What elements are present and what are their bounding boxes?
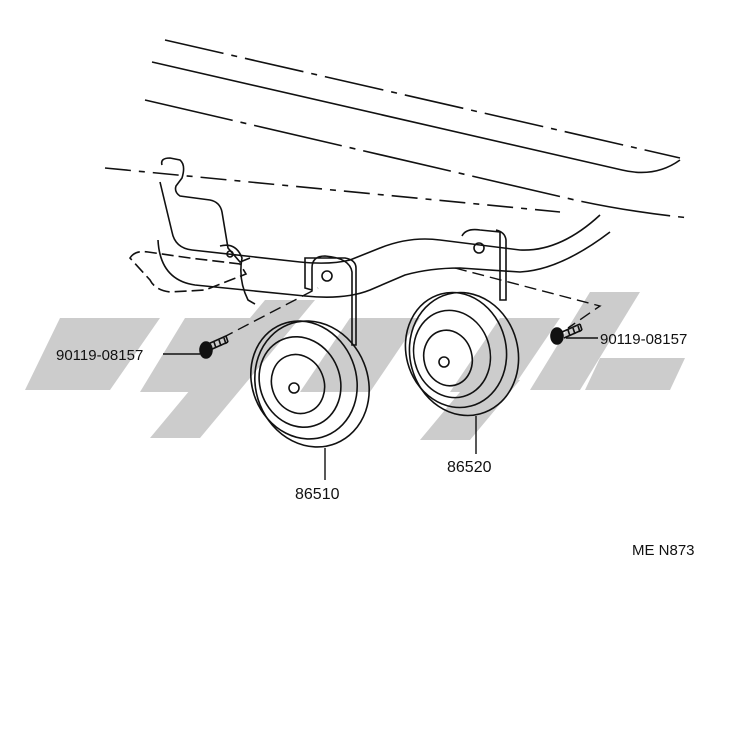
horn-low-rim: [250, 320, 358, 440]
horn-high-inner: [422, 329, 474, 387]
horn-high-rim: [404, 291, 508, 409]
horn-high: [404, 291, 520, 417]
bolt-leader-lines: [221, 267, 602, 339]
label-bolt-left: 90119-08157: [56, 347, 143, 364]
horn-stay-right-outline: [461, 228, 507, 301]
watermark-stroke-7: [530, 292, 640, 390]
left-bracket-plate: [129, 250, 248, 293]
horn-low-back: [254, 320, 370, 448]
horn-stay-left-outline: [304, 255, 357, 346]
watermark-stroke-6: [420, 380, 520, 440]
bolt-right-thread: [567, 325, 581, 337]
watermark-logo: [25, 292, 685, 440]
left-bracket-clip: [219, 244, 256, 305]
horn-stay-right: [461, 228, 507, 301]
bolt-left: [199, 335, 229, 359]
horn-low-ring: [258, 335, 342, 429]
left-bracket-arm: [160, 157, 251, 263]
frame-dashed-line: [104, 167, 561, 213]
reference-code: ME N873: [632, 542, 695, 559]
horn-high-center: [438, 356, 450, 368]
bolt-right: [550, 323, 583, 345]
horn-high-ring: [412, 309, 492, 399]
vehicle-body-outline: [104, 39, 691, 298]
frame-member: [159, 181, 601, 264]
frame-member-lower: [157, 231, 611, 298]
label-horn-high: 86520: [447, 459, 492, 476]
left-bracket: [129, 157, 256, 305]
horn-stay-right-hole: [473, 242, 485, 254]
bolt-left-head: [199, 341, 213, 359]
horn-low: [250, 320, 370, 448]
left-bracket-hole: [226, 250, 234, 258]
right-bolt-leader: [454, 267, 602, 329]
watermark-stroke-3: [150, 300, 315, 438]
watermark-stroke-5: [450, 318, 560, 392]
horn-low-inner: [270, 353, 326, 415]
horn-high-back: [408, 291, 520, 417]
left-bolt-leader: [221, 287, 319, 339]
label-leaders: [163, 337, 598, 480]
watermark-stroke-1: [25, 318, 160, 390]
horn-stay-left: [304, 255, 357, 346]
bolt-left-thread: [213, 337, 227, 349]
horn-low-center: [288, 382, 300, 394]
bolt-right-head: [550, 327, 564, 345]
body-line-lower: [144, 99, 691, 219]
label-bolt-right: 90119-08157: [600, 331, 687, 348]
body-line-top: [164, 39, 681, 159]
body-line-middle: [151, 61, 681, 174]
label-horn-low: 86510: [295, 486, 340, 503]
horn-stay-left-hole: [321, 270, 333, 282]
watermark-stroke-8: [585, 358, 685, 390]
